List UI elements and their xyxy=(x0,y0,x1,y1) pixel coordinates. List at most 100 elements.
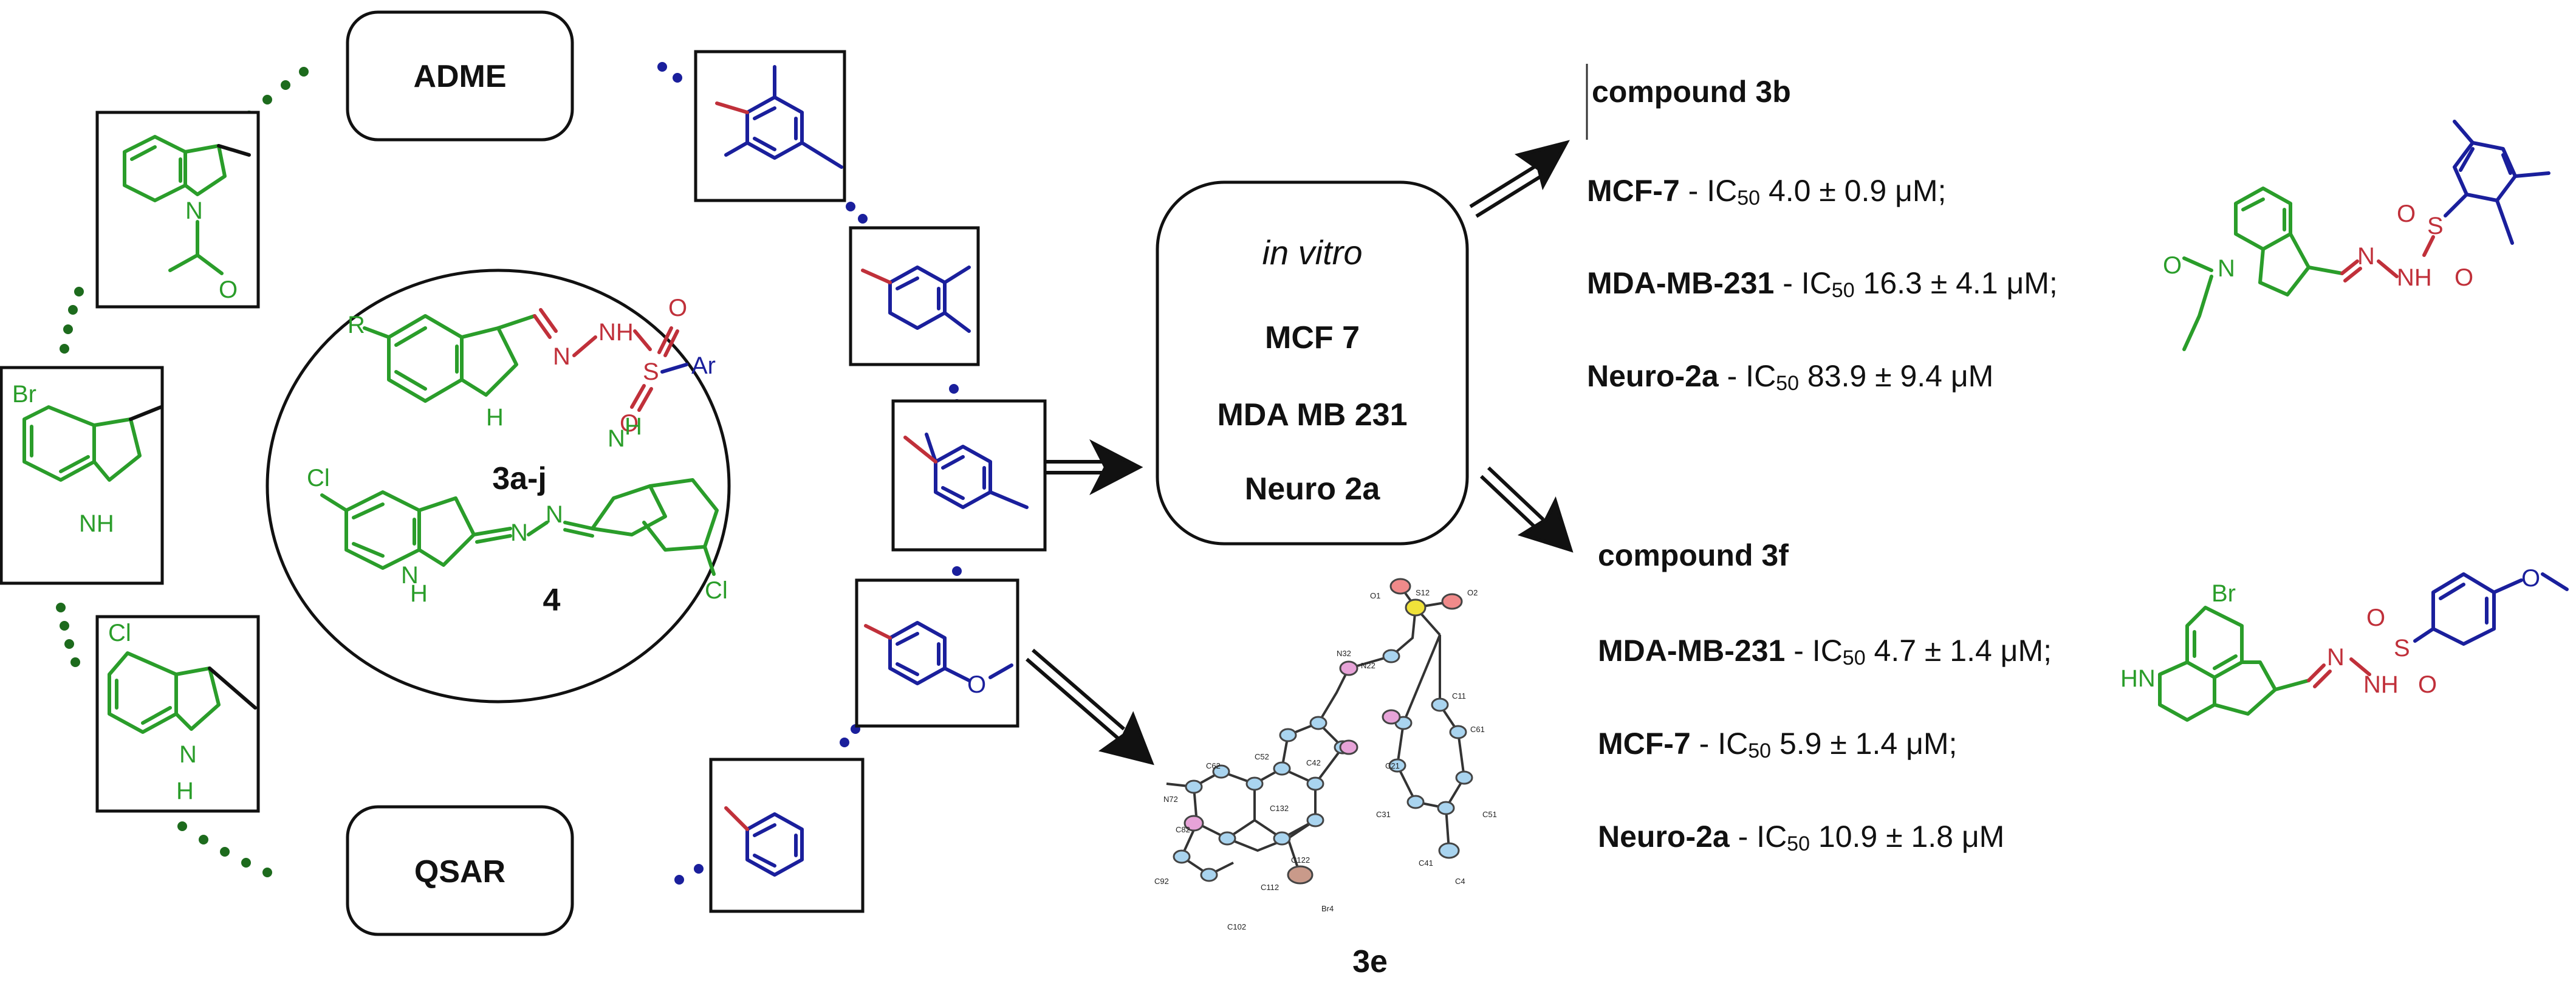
ic50-sub: 50 xyxy=(1748,739,1772,762)
compound-3b-structure: N O N NH S O O xyxy=(1586,64,2550,351)
3b-o-bottom: O xyxy=(2454,264,2473,291)
indole-n-right: N xyxy=(608,425,625,452)
qsar-label: QSAR xyxy=(414,854,505,889)
arrow-to-3f xyxy=(1479,466,1574,553)
qsar-box xyxy=(346,805,574,936)
cell-line: MDA-MB-231 xyxy=(1587,266,1775,300)
compound-3b-title: compound 3b xyxy=(1592,75,1791,109)
3b-sulfur: S xyxy=(2427,213,2444,239)
ortep-s12: S12 xyxy=(1416,588,1430,597)
chloro-label-left: Cl xyxy=(307,465,330,491)
ortep-c82: C82 xyxy=(1176,825,1190,834)
4-methoxyphenyl-fragment: O xyxy=(855,578,1019,728)
3b-nh: NH xyxy=(2397,264,2432,291)
ic50-value: 16.3 ± 4.1 μM; xyxy=(1863,266,2058,300)
azine-n2-label: N xyxy=(546,501,563,528)
ic50-sub: 50 xyxy=(1776,372,1799,395)
indole-h-chloro: H xyxy=(176,778,194,804)
ortep-c52: C52 xyxy=(1255,752,1269,761)
hydrazone-n-label: N xyxy=(553,343,570,370)
3f-methoxy-o: O xyxy=(2521,565,2540,592)
ortep-c102: C102 xyxy=(1227,922,1246,931)
3b-o-left: O xyxy=(2397,200,2416,227)
ortep-c21: C21 xyxy=(1385,761,1400,770)
ortep-c132: C132 xyxy=(1270,804,1289,813)
bromo-label: Br xyxy=(12,381,36,408)
in-vitro-box xyxy=(1156,180,1469,546)
sulfur-label: S xyxy=(643,358,659,385)
3f-nh: NH xyxy=(2363,671,2399,698)
ortep-c11: C11 xyxy=(1452,691,1466,700)
ortep-n22: N22 xyxy=(1361,661,1375,670)
chloro-label-fragment: Cl xyxy=(108,620,131,646)
compound-3f-result-1: MCF-7 - IC50 5.9 ± 1.4 μM; xyxy=(1598,727,1958,762)
ic50-value: 4.0 ± 0.9 μM; xyxy=(1768,174,1947,208)
ortep-c4: C4 xyxy=(1455,877,1465,886)
arrow-to-3b xyxy=(1469,140,1570,218)
ic50-sub: 50 xyxy=(1787,832,1810,855)
bis-indole-azine-structure: Cl H N N N Cl N H xyxy=(307,413,728,607)
3f-hydrazone-n: N xyxy=(2327,644,2345,671)
acetyl-o-label: O xyxy=(219,276,238,303)
ic50-prefix: IC xyxy=(1812,634,1843,668)
ic50-value: 4.7 ± 1.4 μM; xyxy=(1874,634,2052,668)
ortep-c42: C42 xyxy=(1306,758,1321,767)
cell-line: MDA-MB-231 xyxy=(1598,634,1786,668)
ic50-value: 83.9 ± 9.4 μM xyxy=(1807,359,1994,393)
assay-line-1: MDA MB 231 xyxy=(1217,397,1407,433)
3b-hydrazone-n: N xyxy=(2357,243,2375,270)
ic50-value: 10.9 ± 1.8 μM xyxy=(1818,820,2005,854)
5-bromoindole-fragment: Br NH xyxy=(0,366,164,585)
chloro-label-right: Cl xyxy=(705,577,728,604)
compound-3b-result-0: MCF-7 - IC50 4.0 ± 0.9 μM; xyxy=(1587,174,1947,210)
aryl-label: Ar xyxy=(691,352,716,379)
mesityl-fragment xyxy=(694,50,846,202)
arrow-to-assay xyxy=(1045,439,1143,496)
phenyl-fragment xyxy=(709,758,865,913)
ic50-prefix: IC xyxy=(1707,174,1738,208)
ortep-br4: Br4 xyxy=(1321,904,1334,913)
cell-line: MCF-7 xyxy=(1598,727,1691,761)
hydrazone-general-structure: R H N NH S O O Ar xyxy=(348,295,716,437)
ic50-prefix: IC xyxy=(1801,266,1832,300)
3f-o-top: O xyxy=(2366,605,2385,631)
indole-nh-bromo: NH xyxy=(79,510,114,537)
cell-line: Neuro-2a xyxy=(1587,359,1719,393)
3f-o-bottom: O xyxy=(2418,671,2437,698)
ortep-o2: O2 xyxy=(1467,588,1478,597)
compound-3f-structure: Br HN N NH S O O O xyxy=(2120,565,2569,722)
hydrazone-nh-label: NH xyxy=(598,319,634,346)
3f-sulfur: S xyxy=(2394,635,2410,662)
ortep-c62: C62 xyxy=(1206,761,1221,770)
indole-nh-left: H xyxy=(410,580,428,607)
assay-mode: in vitro xyxy=(1262,233,1363,272)
compound-3b-result-1: MDA-MB-231 - IC50 16.3 ± 4.1 μM; xyxy=(1587,266,2058,302)
indole-n-chloro: N xyxy=(179,741,197,768)
compound-3f-title: compound 3f xyxy=(1598,538,1789,572)
ortep-c122: C122 xyxy=(1291,855,1310,865)
adme-label: ADME xyxy=(413,59,506,94)
ic50-sub: 50 xyxy=(1831,279,1855,302)
ortep-c41: C41 xyxy=(1419,858,1433,868)
sulfonyl-o2-label: O xyxy=(620,410,639,437)
ortep-structure-3e: O1 S12 O2 N32 N22 C42 C52 C62 N72 C82 C9… xyxy=(1154,578,1497,931)
ic50-value: 5.9 ± 1.4 μM; xyxy=(1779,727,1958,761)
compound-3b-result-2: Neuro-2a - IC50 83.9 ± 9.4 μM xyxy=(1587,359,1994,395)
ic50-prefix: IC xyxy=(1756,820,1787,854)
cell-line: MCF-7 xyxy=(1587,174,1680,208)
adme-box xyxy=(346,10,574,142)
3f-indole-hn: HN xyxy=(2120,665,2156,692)
3f-bromo: Br xyxy=(2211,580,2236,607)
cell-line: Neuro-2a xyxy=(1598,820,1730,854)
3,4-dimethylphenyl-fragment xyxy=(849,226,980,366)
ortep-o1: O1 xyxy=(1370,591,1380,600)
indole-nh-label: H xyxy=(486,404,504,431)
2,4-dimethylphenyl-fragment xyxy=(891,399,1047,552)
series-label-3a-j: 3a-j xyxy=(492,461,547,496)
ortep-c31: C31 xyxy=(1376,810,1391,819)
n-acetylindole-fragment: N O xyxy=(95,111,260,309)
3b-indole-n: N xyxy=(2218,255,2235,282)
ortep-n32: N32 xyxy=(1337,649,1351,658)
indole-h-right: H xyxy=(625,413,642,440)
ortep-c92: C92 xyxy=(1154,877,1169,886)
